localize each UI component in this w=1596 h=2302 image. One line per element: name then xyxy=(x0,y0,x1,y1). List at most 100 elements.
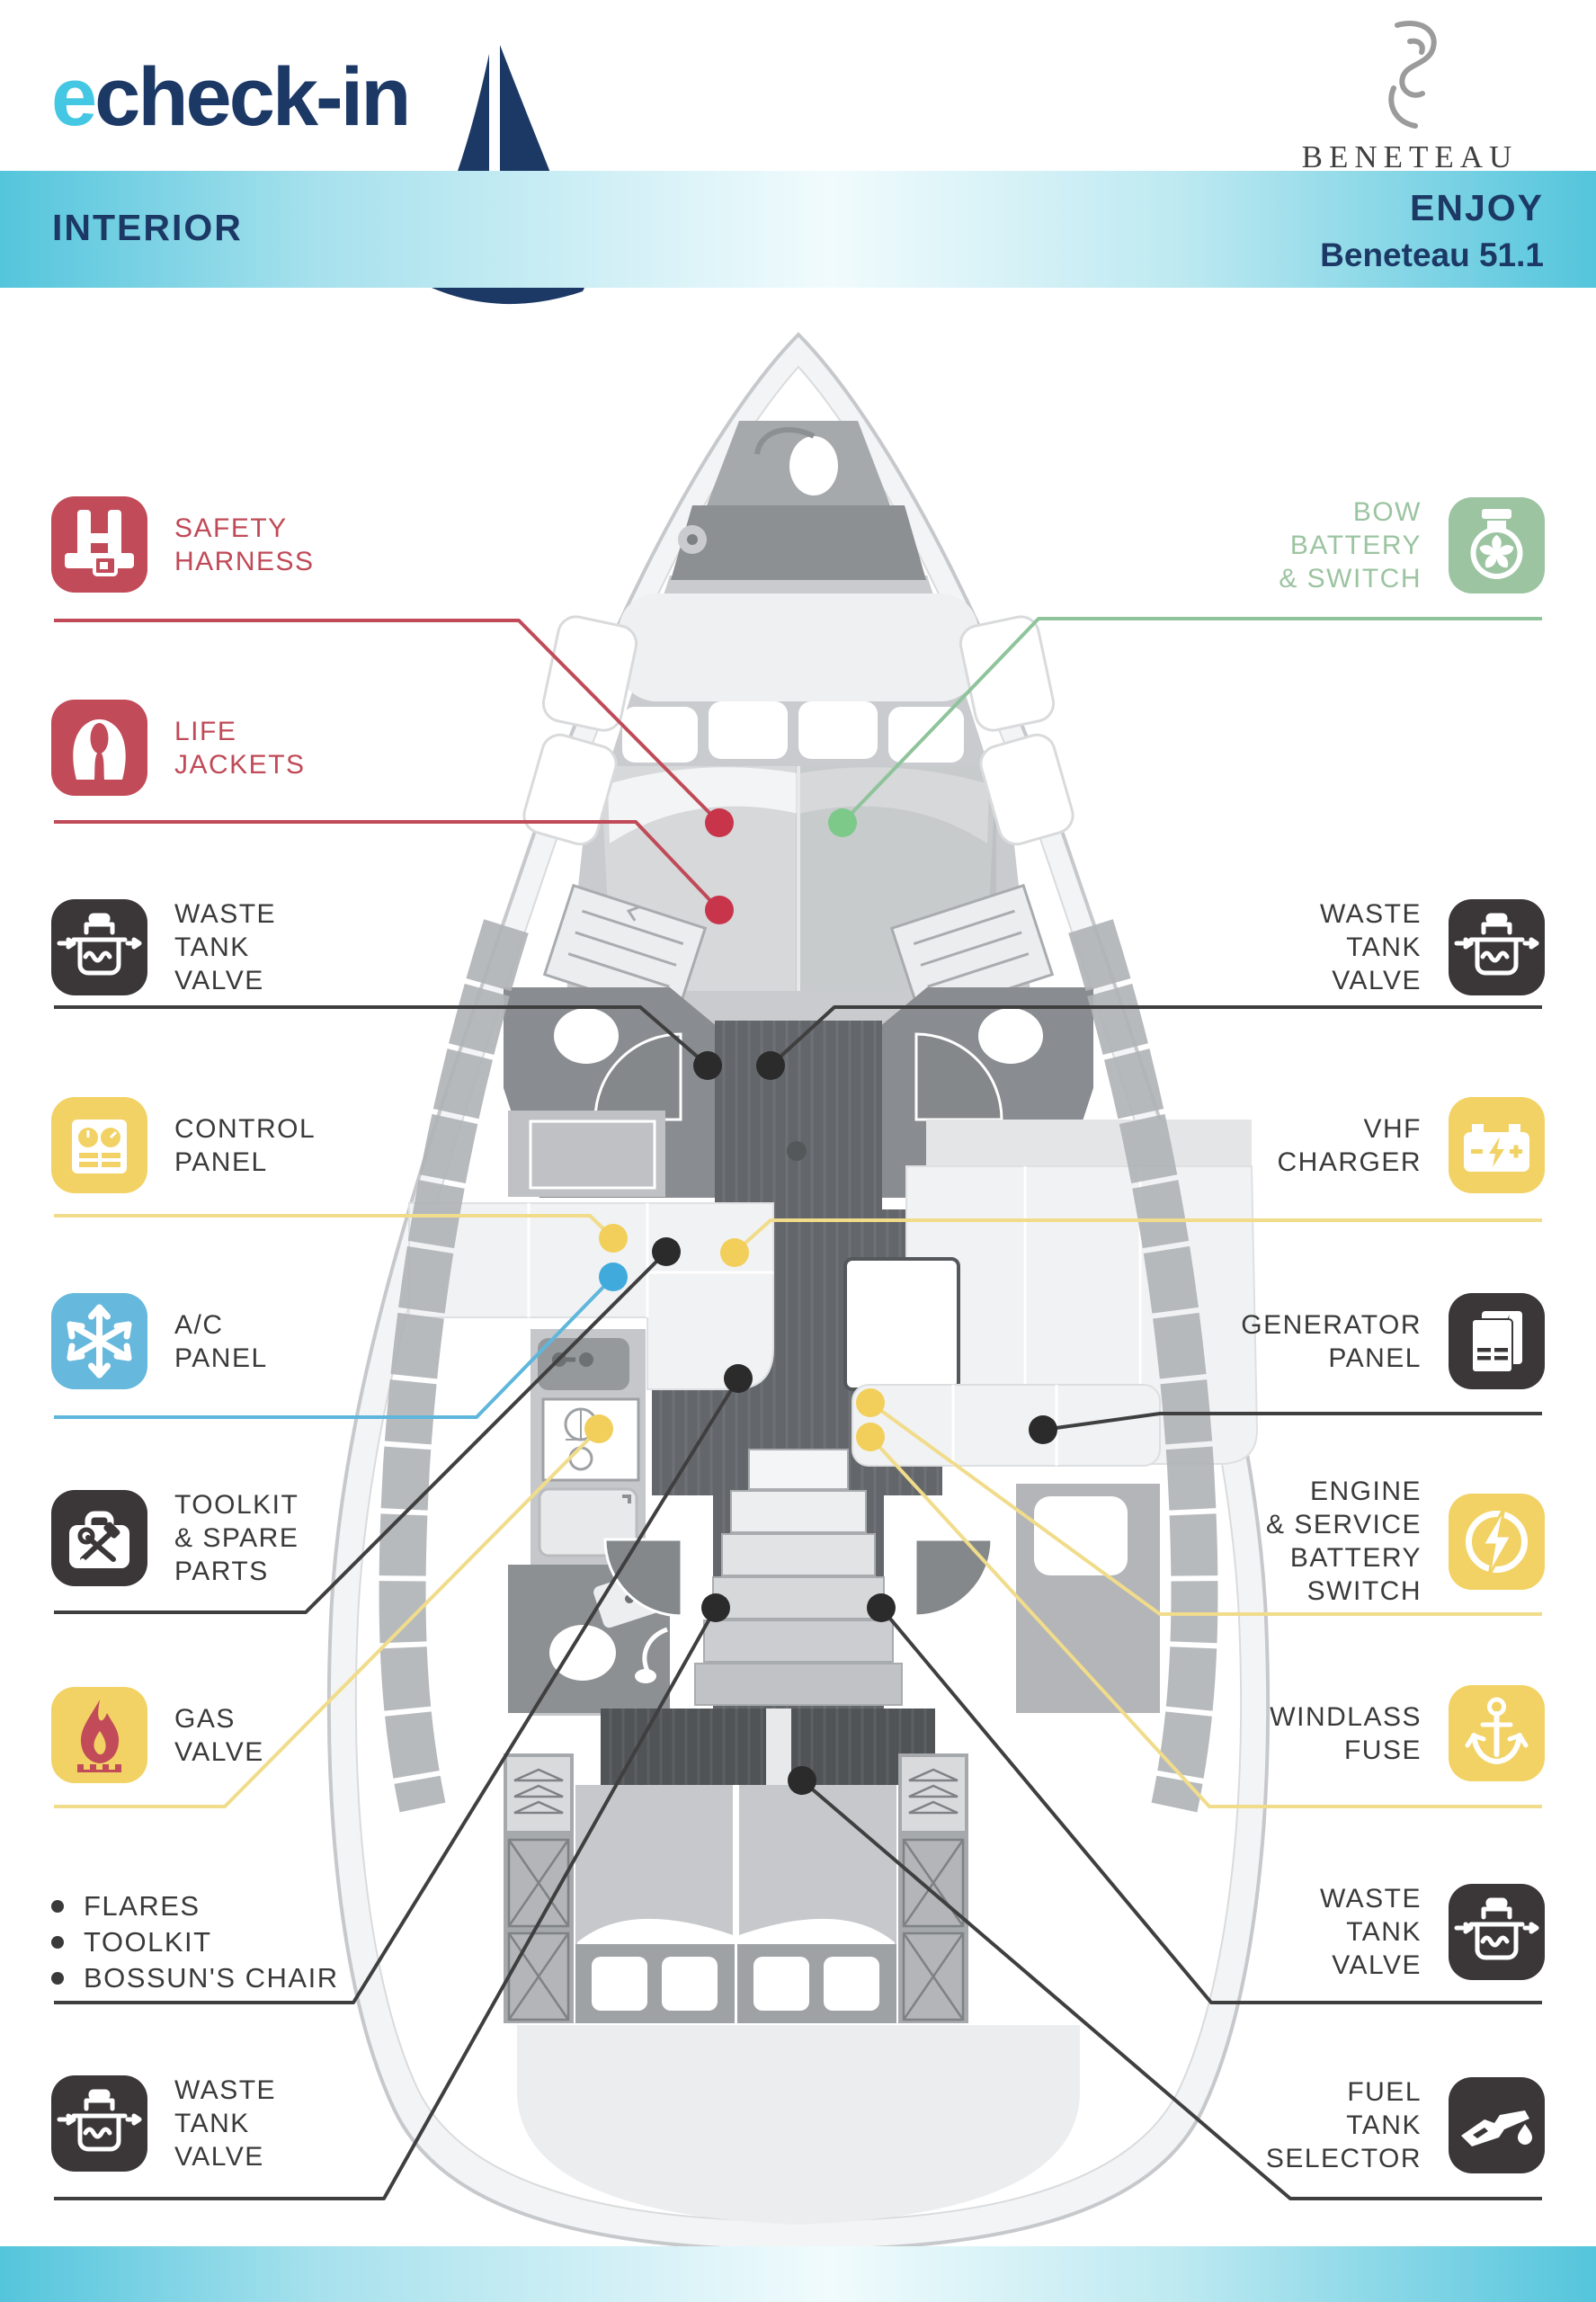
flame-icon xyxy=(51,1687,147,1783)
bullet-item: FLARES xyxy=(51,1888,339,1924)
marker-fuel-selector xyxy=(788,1766,816,1795)
label-line: & SWITCH xyxy=(1279,564,1422,593)
aft-cabins xyxy=(575,1785,896,2023)
waste-tank-icon xyxy=(1449,1884,1545,1980)
engine-compartment xyxy=(601,1709,935,1785)
banner-boat-name: ENJOY Beneteau 51.1 xyxy=(1320,187,1544,274)
logo-e: e xyxy=(51,51,97,143)
label-line: VALVE xyxy=(174,2142,264,2172)
leader-generator-panel xyxy=(1042,1412,1542,1432)
marker-waste-port-aft xyxy=(701,1593,730,1622)
label-line: SELECTOR xyxy=(1265,2144,1422,2173)
banner-model: Beneteau 51.1 xyxy=(1320,236,1544,273)
leader-toolkit xyxy=(54,1250,668,1614)
label-line: WASTE xyxy=(1319,899,1422,929)
label-line: GENERATOR xyxy=(1241,1309,1422,1340)
leader-engine-battery xyxy=(869,1401,1542,1616)
toolkit-icon xyxy=(51,1490,147,1586)
beneteau-logo: BENETEAU xyxy=(1275,16,1545,175)
marker-safety-harness xyxy=(705,808,734,837)
bow-side-cushions xyxy=(522,615,1074,846)
anchor-icon xyxy=(1449,1685,1545,1781)
footer-band xyxy=(0,2246,1596,2302)
marker-waste-stbd-aft xyxy=(867,1593,896,1622)
leader-vhf-charger xyxy=(733,1218,1542,1254)
leader-waste-port-aft xyxy=(54,1607,718,2200)
lightning-circle-icon xyxy=(1449,1493,1545,1590)
leader-waste-stbd-aft xyxy=(879,1606,1542,2004)
leader-windlass-fuse xyxy=(869,1435,1542,1808)
leader-lines xyxy=(54,617,1542,2200)
leader-ac-panel xyxy=(54,1275,615,1419)
echeckin-logo: echeck-in xyxy=(51,56,411,138)
life-jacket-icon xyxy=(51,700,147,796)
bullet-item: BOSSUN'S CHAIR xyxy=(51,1960,339,1996)
label-line: & SERVICE xyxy=(1265,1510,1422,1539)
aft-wardrobes xyxy=(504,1753,968,2023)
marker-waste-port-fwd xyxy=(693,1051,722,1080)
bow-thruster-icon xyxy=(1449,497,1545,593)
marker-stowage-list xyxy=(724,1364,753,1393)
beneteau-seahorse-icon xyxy=(1388,21,1437,129)
label-line: BATTERY xyxy=(1289,1543,1422,1573)
label-line: LIFE xyxy=(174,716,237,746)
marker-life-jackets xyxy=(705,896,734,924)
label-line: TANK xyxy=(1346,932,1422,962)
label-line: ENGINE xyxy=(1309,1477,1422,1506)
companionway-stairs xyxy=(694,1449,903,1706)
port-aft-head xyxy=(508,1565,670,1713)
generator-icon xyxy=(1449,1293,1545,1389)
marker-toolkit xyxy=(652,1237,681,1266)
label-line: VALVE xyxy=(1332,1950,1422,1980)
label-line: JACKETS xyxy=(174,749,306,780)
salon-port xyxy=(408,1111,774,1390)
label-line: PANEL xyxy=(174,1147,268,1177)
bullet-item: TOOLKIT xyxy=(51,1924,339,1960)
leader-gas-valve xyxy=(54,1427,601,1808)
leader-bow-battery xyxy=(841,617,1542,825)
label-line: VALVE xyxy=(1332,966,1422,995)
marker-generator xyxy=(1029,1415,1057,1444)
marker-gas-valve xyxy=(584,1414,613,1443)
label-line: BOW xyxy=(1352,497,1422,527)
vhf-battery-icon xyxy=(1449,1097,1545,1193)
label-line: A/C xyxy=(174,1309,224,1340)
leader-life-jackets xyxy=(54,820,721,912)
marker-engine-battery xyxy=(856,1388,885,1417)
label-line: HARNESS xyxy=(174,546,315,576)
label-line: SAFETY xyxy=(174,513,288,543)
label-line: VALVE xyxy=(174,1736,264,1767)
banner: INTERIOR ENJOY Beneteau 51.1 xyxy=(0,171,1596,288)
waste-tank-icon xyxy=(51,2075,147,2172)
bow-cabin xyxy=(563,421,1034,1025)
label-line: SWITCH xyxy=(1306,1576,1422,1606)
label-line: FUSE xyxy=(1343,1735,1422,1765)
label-line: WASTE xyxy=(1319,1884,1422,1914)
label-line: CHARGER xyxy=(1277,1147,1422,1177)
banner-enjoy: ENJOY xyxy=(1410,187,1544,228)
label-line: FUEL xyxy=(1347,2077,1422,2107)
banner-section-title: INTERIOR xyxy=(52,207,243,248)
label-line: WASTE xyxy=(174,899,277,929)
forward-wardrobes xyxy=(542,883,1055,1020)
leader-waste-port-fwd xyxy=(54,1005,709,1067)
aft-cabin-doors xyxy=(603,1538,994,1618)
leader-stowage-list xyxy=(54,1377,740,2004)
harness-icon xyxy=(51,496,147,593)
label-line: TOOLKIT xyxy=(174,1490,299,1520)
label-line: TANK xyxy=(174,2109,250,2138)
side-lockers xyxy=(379,919,1218,1813)
